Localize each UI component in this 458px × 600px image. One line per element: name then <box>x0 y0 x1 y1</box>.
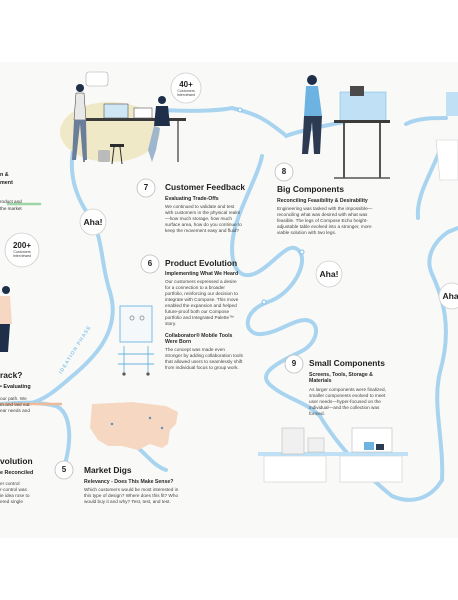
customer-feedback-body: We continued to validate and test with c… <box>165 204 242 234</box>
market-digs-subtitle: Relevancy - Does This Make Sense? <box>84 479 174 485</box>
step-8-number: 8 <box>281 167 287 176</box>
edge-track-heading: rack? <box>0 370 23 380</box>
aha-circle-1 <box>79 208 107 236</box>
phase-bar <box>0 202 62 406</box>
edge-fragment-1: n & <box>0 172 9 178</box>
stat-top-number: 40+ <box>179 80 193 89</box>
big-components-title: Big Components <box>277 184 344 194</box>
us-map <box>90 402 178 450</box>
product-evolution-title: Product Evolution <box>165 258 238 268</box>
market-digs-body: Which customers would be most interested… <box>84 487 179 505</box>
step-6-number: 6 <box>147 259 153 268</box>
stat-circle-top <box>170 72 202 104</box>
edge-fragment-3: roduct and <box>0 199 22 204</box>
aha-label-1: Aha! <box>83 217 103 227</box>
step-5-number: 5 <box>61 465 67 474</box>
meeting-scene <box>60 71 186 165</box>
edge-track-body: our path. We m and laid out ear needs an… <box>0 396 30 414</box>
person-left-edge <box>0 286 12 352</box>
aha-circle-2 <box>315 260 343 288</box>
big-components-subtitle: Reconciling Feasibility & Desirability <box>277 198 368 204</box>
stat-top-label: Customers Interviewed <box>176 89 196 97</box>
standing-desk-scene <box>302 75 390 179</box>
step-number-circles <box>54 162 304 480</box>
path-milestones <box>237 107 305 305</box>
us-map-markers <box>110 416 164 430</box>
collaborator-cart <box>118 305 154 376</box>
edge-evolution-heading: volution <box>0 456 33 466</box>
aha-label-3: Aha! <box>442 291 458 301</box>
right-edge-frame <box>435 139 458 181</box>
step-9-number: 9 <box>291 359 297 368</box>
step-7-number: 7 <box>143 183 149 192</box>
aha-circle-3 <box>438 282 458 310</box>
stat-circle-left <box>4 232 40 268</box>
edge-evolution-body: er control r-control was ie idea rose to… <box>0 481 30 505</box>
product-evolution-body: Our customers expressed a desire for a c… <box>165 279 239 327</box>
right-edge-panel <box>446 92 458 116</box>
small-components-body: As larger components were finalized, sma… <box>309 387 386 417</box>
collaborator-subtitle: Collaborator® Mobile Tools Were Born <box>165 333 233 346</box>
small-components-title: Small Components <box>309 358 385 368</box>
product-evolution-subtitle: Implementing What We Heard <box>165 271 239 277</box>
customer-feedback-subtitle: Evaluating Trade-Offs <box>165 196 219 202</box>
stat-left-label: Customers Interviewed <box>12 250 32 258</box>
small-components-scene <box>258 427 408 483</box>
edge-track-subtitle: • Evaluating <box>0 384 31 390</box>
edge-fragment-4: the market <box>0 206 22 211</box>
big-components-body: Engineering was tasked with the impossib… <box>277 206 373 236</box>
edge-evolution-subtitle: e Reconciled <box>0 470 34 476</box>
edge-fragment-2: ment <box>0 180 13 186</box>
market-digs-title: Market Digs <box>84 465 132 475</box>
customer-feedback-title: Customer Feedback <box>165 182 246 192</box>
aha-label-2: Aha! <box>319 269 339 279</box>
collaborator-body: The concept was made even stronger by ad… <box>165 347 243 371</box>
stat-left-number: 200+ <box>12 241 32 250</box>
small-components-subtitle: Screens, Tools, Storage & Materials <box>309 372 373 385</box>
